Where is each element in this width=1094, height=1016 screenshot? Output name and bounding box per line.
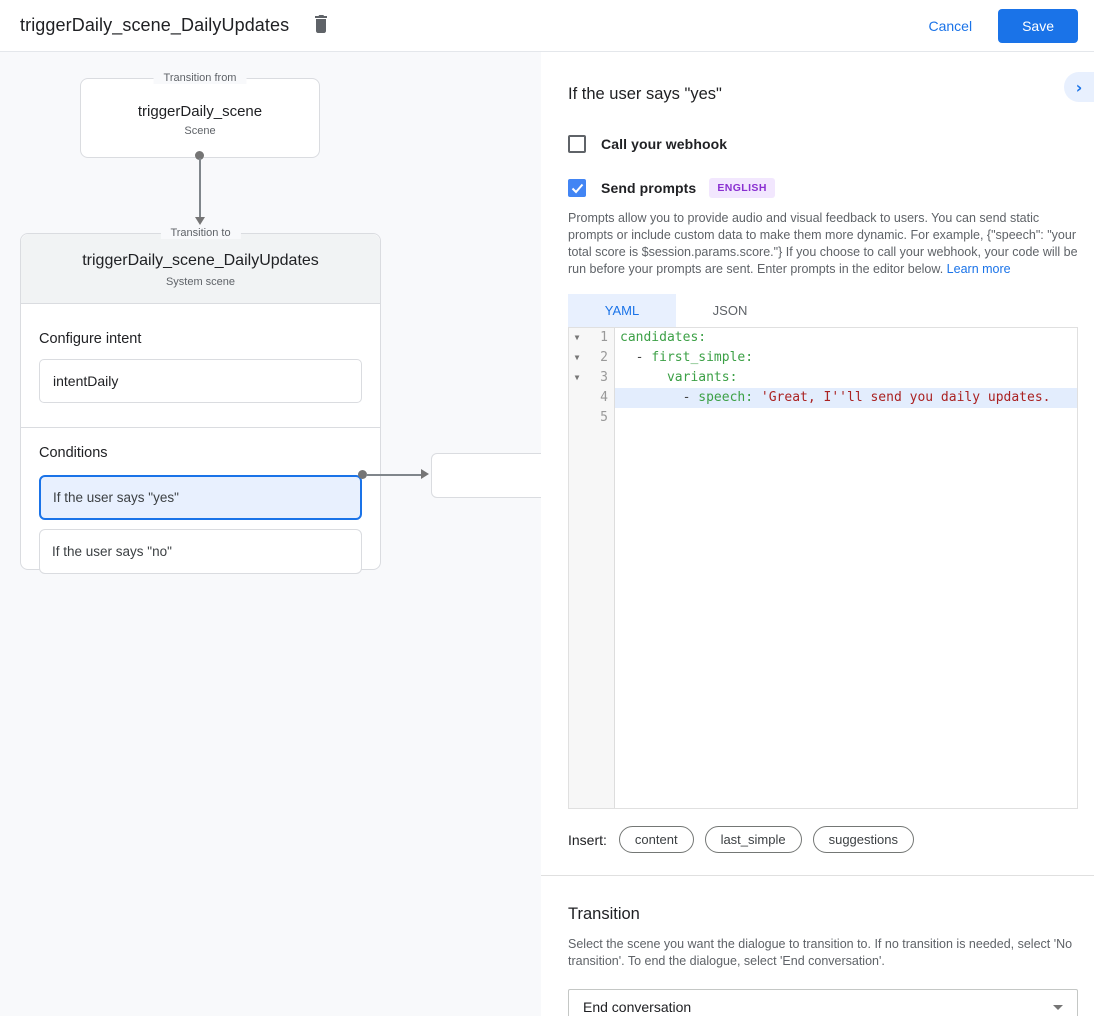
from-scene-subtitle: Scene bbox=[184, 125, 216, 137]
checkmark-icon bbox=[571, 183, 583, 193]
condition-item[interactable]: If the user says "no" bbox=[39, 529, 362, 574]
webhook-label: Call your webhook bbox=[601, 136, 728, 152]
fold-arrow-icon bbox=[569, 408, 585, 428]
fold-arrow-icon bbox=[569, 428, 585, 808]
save-button[interactable]: Save bbox=[998, 8, 1078, 43]
insert-label: Insert: bbox=[568, 831, 607, 848]
line-number: 5 bbox=[585, 408, 615, 428]
code-line-content[interactable]: - first_simple: bbox=[620, 350, 754, 365]
collapse-panel-button[interactable]: › bbox=[1064, 72, 1094, 102]
fold-arrow-icon[interactable]: ▼ bbox=[569, 348, 585, 368]
code-line-content[interactable] bbox=[615, 408, 1077, 428]
webhook-row: Call your webhook bbox=[568, 135, 1078, 153]
code-line-content[interactable]: variants: bbox=[666, 370, 738, 385]
line-number: 2 bbox=[585, 348, 615, 368]
line-number: 3 bbox=[585, 368, 615, 388]
to-scene-header: triggerDaily_scene_DailyUpdates System s… bbox=[21, 234, 380, 304]
to-scene-title: triggerDaily_scene_DailyUpdates bbox=[82, 252, 319, 269]
conditions-label: Conditions bbox=[39, 445, 108, 461]
editor-line: ▼3 variants: bbox=[569, 368, 1077, 388]
page-title: triggerDaily_scene_DailyUpdates bbox=[20, 15, 290, 35]
code-line-content[interactable]: candidates: bbox=[620, 330, 707, 345]
from-scene-title: triggerDaily_scene bbox=[137, 103, 263, 120]
insert-suggestions-button[interactable]: suggestions bbox=[812, 826, 914, 853]
scene-diagram-canvas: Transition from triggerDaily_scene Scene… bbox=[0, 52, 541, 1016]
panel-heading: If the user says "yes" bbox=[568, 84, 722, 103]
connector-line bbox=[199, 158, 201, 218]
transition-description: Select the scene you want the dialogue t… bbox=[568, 937, 1073, 968]
editor-line: ▼1 candidates: bbox=[569, 328, 1077, 348]
tab-json[interactable]: JSON bbox=[712, 303, 748, 318]
transition-to-card[interactable]: Transition to triggerDaily_scene_DailyUp… bbox=[20, 227, 381, 574]
webhook-checkbox[interactable] bbox=[568, 135, 586, 153]
tab-yaml[interactable]: YAML bbox=[568, 294, 676, 327]
transition-heading: Transition bbox=[568, 905, 640, 923]
send-prompts-label: Send prompts bbox=[601, 180, 697, 196]
configure-intent-label: Configure intent bbox=[39, 331, 142, 347]
to-scene-subtitle: System scene bbox=[165, 276, 236, 288]
intent-field[interactable]: intentDaily bbox=[39, 359, 362, 403]
transition-to-legend: Transition to bbox=[160, 227, 241, 239]
line-number: 1 bbox=[585, 328, 615, 348]
fold-arrow-icon bbox=[569, 388, 585, 408]
send-prompts-checkbox[interactable] bbox=[568, 179, 586, 197]
transition-from-box[interactable]: Transition from triggerDaily_scene Scene bbox=[80, 72, 320, 158]
transition-dropdown-value: End conversation bbox=[583, 999, 692, 1015]
trash-icon bbox=[311, 13, 331, 38]
line-number bbox=[585, 428, 615, 808]
editor-empty-area bbox=[569, 428, 1077, 808]
section-divider bbox=[541, 875, 1094, 876]
condition-target-box[interactable] bbox=[431, 453, 541, 498]
line-number: 4 bbox=[585, 388, 615, 408]
editor-tabs: YAML JSON bbox=[568, 294, 1078, 327]
insert-last_simple-button[interactable]: last_simple bbox=[704, 826, 802, 853]
card-divider bbox=[21, 427, 380, 428]
fold-arrow-icon[interactable]: ▼ bbox=[569, 328, 585, 348]
condition-detail-panel: If the user says "yes" › Call your webho… bbox=[541, 52, 1094, 1016]
delete-button[interactable] bbox=[307, 9, 335, 42]
connector-dot bbox=[195, 151, 204, 160]
arrow-right-icon bbox=[421, 469, 429, 479]
code-line-content[interactable]: - speech: 'Great, I''ll send you daily u… bbox=[615, 388, 1077, 408]
conditions-list: If the user says "yes" If the user says "… bbox=[39, 475, 362, 574]
connector-dot bbox=[358, 470, 367, 479]
insert-row: Insert: content last_simple suggestions bbox=[568, 826, 1078, 853]
condition-item[interactable]: If the user says "yes" bbox=[39, 475, 362, 520]
connector-line bbox=[366, 474, 421, 476]
chevron-right-icon: › bbox=[1075, 77, 1083, 97]
fold-arrow-icon[interactable]: ▼ bbox=[569, 368, 585, 388]
cancel-button[interactable]: Cancel bbox=[928, 17, 973, 34]
editor-line: ▼2 - first_simple: bbox=[569, 348, 1077, 368]
prompts-description: Prompts allow you to provide audio and v… bbox=[568, 211, 1078, 276]
arrow-down-icon bbox=[195, 217, 205, 225]
dropdown-caret-icon bbox=[1053, 1004, 1063, 1010]
editor-line: 5 bbox=[569, 408, 1077, 428]
insert-content-button[interactable]: content bbox=[618, 826, 694, 853]
top-bar: triggerDaily_scene_DailyUpdates Cancel S… bbox=[0, 0, 1094, 52]
transition-from-legend: Transition from bbox=[153, 72, 247, 84]
language-badge: ENGLISH bbox=[709, 178, 775, 198]
send-prompts-row: Send prompts ENGLISH bbox=[568, 178, 1078, 198]
code-line-content[interactable] bbox=[615, 428, 1077, 808]
transition-dropdown[interactable]: End conversation bbox=[568, 989, 1078, 1016]
editor-line: 4 - speech: 'Great, I''ll send you daily… bbox=[569, 388, 1077, 408]
learn-more-link[interactable]: Learn more bbox=[946, 262, 1011, 276]
